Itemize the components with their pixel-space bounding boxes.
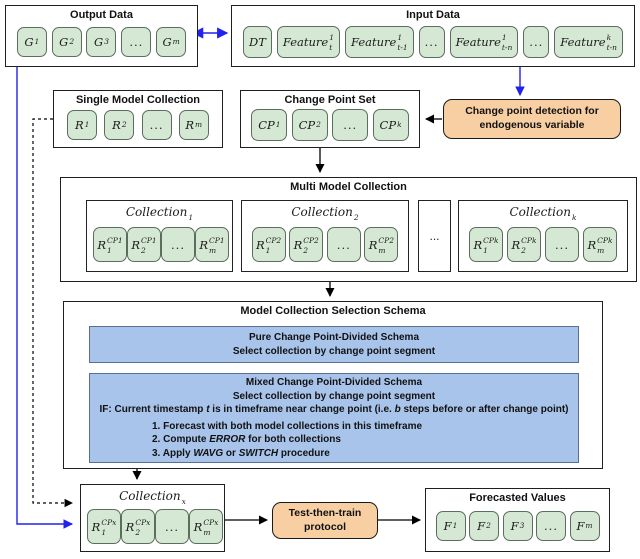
schema-step: 1. Forecast with both model collections …	[152, 420, 423, 432]
cp-detection-line2: endogenous variable	[479, 119, 585, 131]
forecasted-values-title: Forecasted Values	[469, 492, 566, 504]
ellipsis-box: ...	[141, 109, 172, 140]
item-box: DT	[242, 25, 272, 58]
schema-step: 3. Apply WAVG or SWITCH procedure	[152, 447, 330, 459]
ellipsis-box: ...	[332, 108, 369, 141]
test-then-train-line2: protocol	[304, 520, 346, 533]
ellipsis-box: ...	[155, 509, 189, 544]
schema-step: 2. Compute ERROR for both collections	[152, 434, 341, 445]
single-model-collection-title: Single Model Collection	[75, 94, 201, 106]
collections-ellipsis-box: ...	[418, 200, 451, 272]
collection-1-title: Collection1	[125, 205, 194, 222]
mixed-schema-line2: Select collection by change point segmen…	[232, 390, 436, 402]
mixed-schema-if-line: IF: Current timestamp t is in timeframe …	[99, 404, 569, 415]
pure-schema-line2: Select collection by change point segmen…	[232, 345, 436, 357]
selection-schema-title: Model Collection Selection Schema	[240, 305, 426, 317]
test-then-train-line1: Test-then-train	[288, 506, 362, 519]
mixed-schema-line1: Mixed Change Point-Divided Schema	[245, 377, 423, 388]
ellipsis-box: ...	[326, 227, 361, 262]
ellipsis-box: ...	[418, 25, 445, 58]
cp-detection-node: Change point detection for endogenous va…	[443, 99, 621, 139]
ellipsis-box: ...	[523, 25, 550, 58]
multi-model-collection-title: Multi Model Collection	[290, 181, 407, 193]
mixed-schema-box: Mixed Change Point-Divided Schema Select…	[89, 373, 579, 463]
selection-schema-box: Model Collection Selection Schema Pure C…	[63, 301, 603, 469]
pure-schema-line1: Pure Change Point-Divided Schema	[248, 332, 420, 343]
input-data-title: Input Data	[406, 9, 460, 21]
pure-schema-box: Pure Change Point-Divided Schema Select …	[89, 326, 579, 363]
change-point-set-title: Change Point Set	[284, 94, 376, 106]
ellipsis-box: ...	[161, 227, 195, 262]
output-data-title: Output Data	[70, 9, 133, 21]
ellipsis-box: ...	[121, 26, 152, 57]
collection-x-title: Collectionx	[119, 489, 186, 506]
ellipsis-box: ...	[536, 510, 566, 541]
test-then-train-node: Test-then-train protocol	[272, 502, 378, 539]
collection-k-title: Collectionk	[509, 205, 577, 222]
cp-detection-line1: Change point detection for	[465, 105, 599, 118]
mixed-schema-steps: 1. Forecast with both model collections …	[90, 420, 578, 461]
collection-2-title: Collection2	[291, 205, 359, 222]
ellipsis-box: ...	[545, 227, 579, 262]
